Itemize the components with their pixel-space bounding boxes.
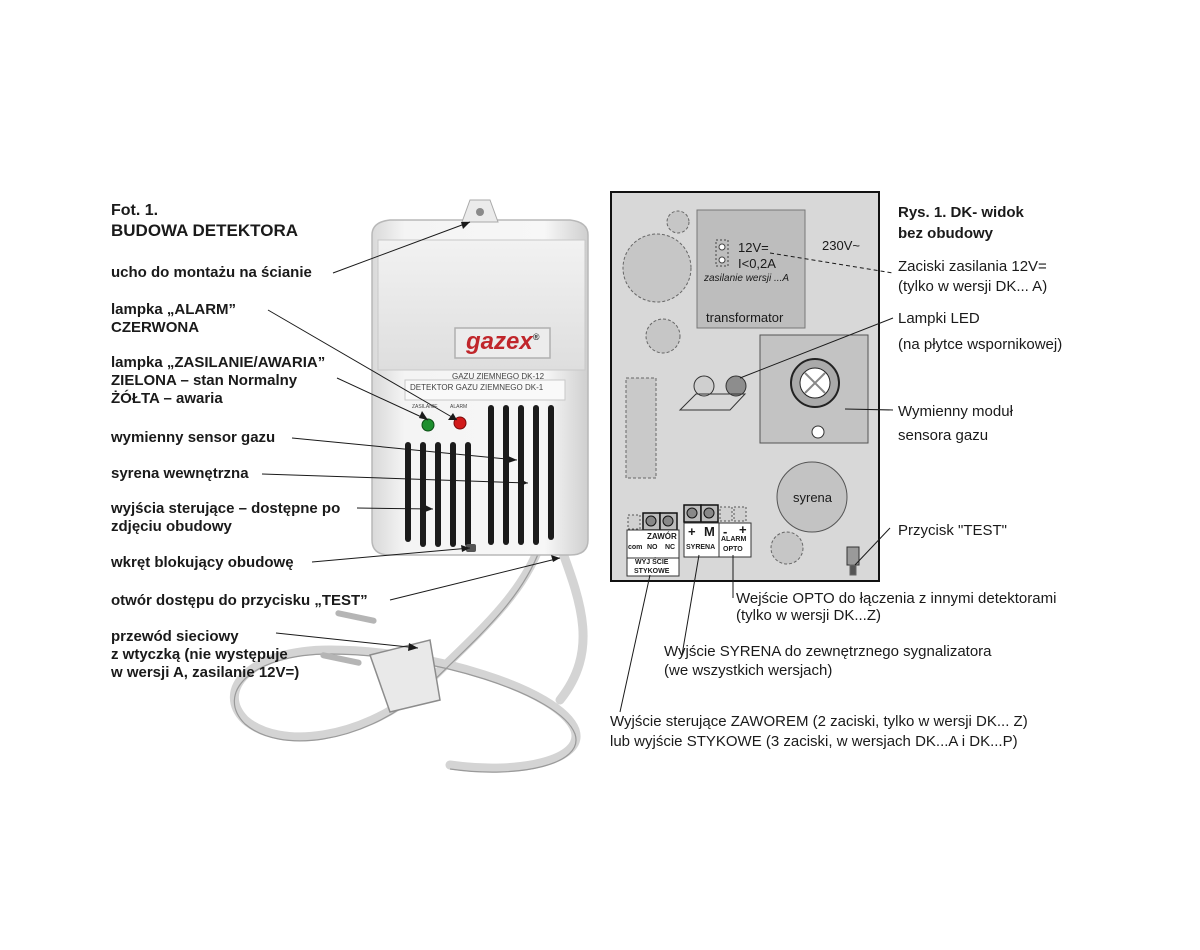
label-power-led-l2: ZIELONA – stan Normalny bbox=[111, 372, 298, 389]
term-m: M bbox=[704, 524, 715, 539]
label-power-cable-l2: z wtyczką (nie występuje bbox=[111, 646, 288, 663]
brand-logo bbox=[454, 327, 551, 359]
label-control-outputs-l2: zdjęciu obudowy bbox=[111, 518, 232, 535]
device-model-line2: DETEKTOR GAZU ZIEMNEGO DK-1 bbox=[410, 383, 544, 392]
label-control-outputs-l1: wyjścia sterujące – dostępne po bbox=[111, 500, 341, 517]
callout-zaciski-l2: (tylko w wersji DK... A) bbox=[898, 278, 1048, 295]
label-opto: OPTO bbox=[723, 546, 743, 553]
green-led bbox=[421, 418, 435, 432]
label-alarm-led-l2: CZERWONA bbox=[111, 319, 200, 336]
label-gas-sensor: wymienny sensor gazu bbox=[111, 429, 276, 446]
callout-zawor-l2: lub wyjście STYKOWE (3 zaciski, w wersja… bbox=[610, 733, 1018, 750]
board-current: I<0,2A bbox=[738, 256, 776, 271]
left-title-line1: Fot. 1. bbox=[111, 202, 159, 219]
term-minus: - bbox=[723, 524, 728, 539]
label-power-cable-l3: w wersji A, zasilanie 12V=) bbox=[111, 664, 300, 681]
label-test-hole: otwór dostępu do przycisku „TEST” bbox=[111, 592, 368, 609]
label-wyjscie: WYJ ŚCIE bbox=[635, 559, 669, 566]
label-power-led-l3: ŻÓŁTA – awaria bbox=[111, 390, 223, 407]
board-230v: 230V~ bbox=[822, 238, 860, 253]
label-power-led-l1: lampka „ZASILANIE/AWARIA” bbox=[111, 354, 326, 371]
label-no: NO bbox=[647, 544, 658, 551]
callout-zawor-l1: Wyjście sterujące ZAWOREM (2 zaciski, ty… bbox=[610, 713, 1028, 730]
board-supply-note: zasilanie wersji ...A bbox=[704, 273, 790, 284]
callout-lampki-l1: Lampki LED bbox=[898, 310, 980, 327]
left-pointer-lines bbox=[261, 221, 561, 649]
left-title-line2: BUDOWA DETEKTORA bbox=[111, 221, 298, 240]
callout-lampki-l2: (na płytce wspornikowej) bbox=[898, 336, 1063, 353]
device-model-line1: GAZU ZIEMNEGO DK-12 bbox=[452, 372, 545, 381]
callout-syrena-l2: (we wszystkich wersjach) bbox=[664, 662, 833, 679]
label-internal-siren: syrena wewnętrzna bbox=[111, 465, 249, 482]
callout-modul-l2: sensora gazu bbox=[898, 427, 989, 444]
label-com: com bbox=[628, 544, 643, 551]
callout-test: Przycisk "TEST" bbox=[898, 522, 1007, 539]
callout-zaciski-l1: Zaciski zasilania 12V= bbox=[898, 258, 1047, 275]
board-elements bbox=[622, 209, 869, 576]
led-label-red: ALARM bbox=[450, 404, 468, 410]
callout-syrena-l1: Wyjście SYRENA do zewnętrznego sygnaliza… bbox=[664, 643, 992, 660]
right-title-line2: bez obudowy bbox=[898, 225, 993, 242]
label-alarm: ALARM bbox=[721, 536, 747, 543]
board-siren: syrena bbox=[793, 490, 833, 505]
label-stykowe: STYKOWE bbox=[634, 568, 670, 575]
label-mounting-ear: ucho do montażu na ścianie bbox=[111, 264, 312, 281]
callout-modul-l1: Wymienny moduł bbox=[898, 403, 1013, 420]
led-label-green: ZASILANIE bbox=[412, 404, 438, 410]
label-locking-screw: wkręt blokujący obudowę bbox=[111, 554, 294, 571]
board-transformer: transformator bbox=[706, 310, 784, 325]
label-zawor: ZAWÓR bbox=[647, 532, 677, 541]
label-syrena: SYRENA bbox=[686, 544, 716, 551]
term-plus: + bbox=[688, 524, 696, 539]
label-power-cable-l1: przewód sieciowy bbox=[111, 628, 239, 645]
term-plus2: + bbox=[739, 522, 747, 537]
callout-opto-l1: Wejście OPTO do łączenia z innymi detekt… bbox=[736, 590, 1057, 607]
right-title-line1: Rys. 1. DK- widok bbox=[898, 204, 1024, 221]
right-pointer-lines bbox=[619, 252, 894, 713]
callout-opto-l2: (tylko w wersji DK...Z) bbox=[736, 607, 882, 624]
label-nc: NC bbox=[665, 544, 676, 551]
label-alarm-led-l1: lampka „ALARM” bbox=[111, 301, 237, 318]
board-12v: 12V= bbox=[738, 240, 769, 255]
plug bbox=[320, 610, 441, 713]
brand-logo-text: gazex® bbox=[466, 328, 540, 355]
terminal-blocks bbox=[626, 504, 752, 577]
